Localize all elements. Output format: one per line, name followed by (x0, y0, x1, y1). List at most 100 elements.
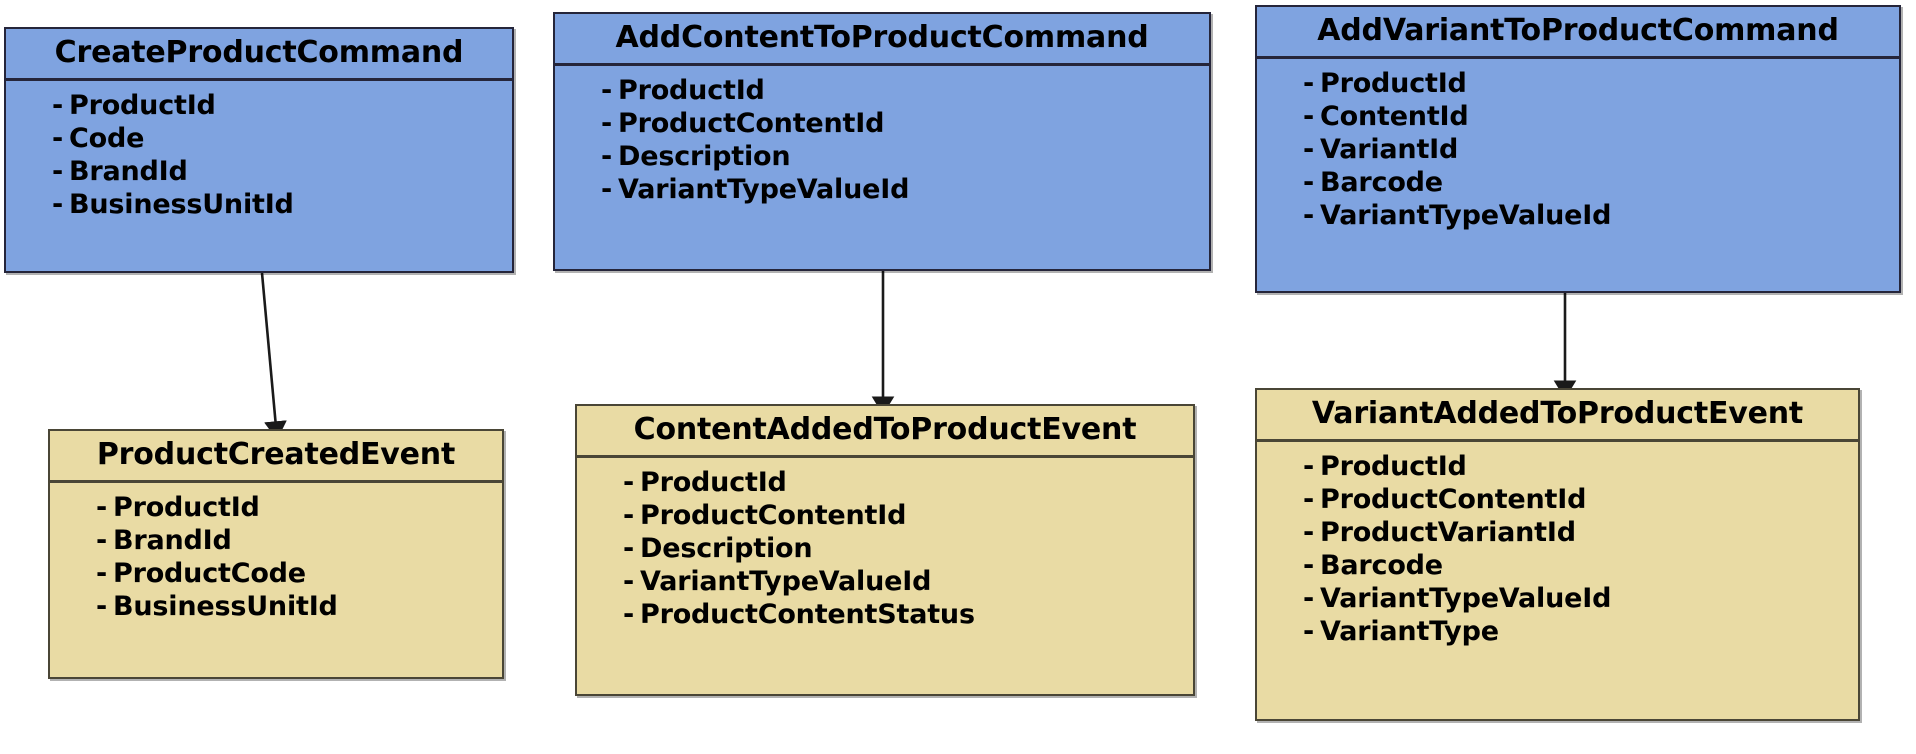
uml-field: -VariantType (1303, 615, 1848, 648)
uml-box-fields: -ProductId-ProductContentId-Description-… (555, 66, 1209, 269)
uml-box-title: CreateProductCommand (6, 29, 512, 81)
uml-box-title: ProductCreatedEvent (50, 431, 502, 483)
uml-field-label: ProductContentStatus (640, 599, 975, 630)
uml-field-label: ProductId (1320, 451, 1467, 482)
field-bullet-dash: - (601, 75, 613, 106)
uml-field: -Description (601, 140, 1199, 173)
uml-box-add-content-to-product-command[interactable]: AddContentToProductCommand-ProductId-Pro… (553, 12, 1211, 271)
uml-field-label: ProductId (113, 492, 260, 523)
uml-field-label: ProductContentId (618, 108, 885, 139)
uml-field-label: VariantTypeValueId (618, 174, 910, 205)
uml-box-variant-added-to-product-event[interactable]: VariantAddedToProductEvent-ProductId-Pro… (1255, 388, 1860, 721)
uml-field: -ProductId (52, 89, 502, 122)
uml-field: -ProductContentId (601, 107, 1199, 140)
uml-box-title: VariantAddedToProductEvent (1257, 390, 1858, 442)
uml-field-label: ProductId (1320, 68, 1467, 99)
uml-field: -VariantTypeValueId (601, 173, 1199, 206)
uml-field: -Barcode (1303, 166, 1889, 199)
uml-field: -ProductId (1303, 67, 1889, 100)
uml-field: -ProductId (623, 466, 1183, 499)
uml-field: -Description (623, 532, 1183, 565)
field-bullet-dash: - (1303, 616, 1315, 647)
uml-field-label: ProductId (640, 467, 787, 498)
uml-field-label: ProductContentId (1320, 484, 1587, 515)
field-bullet-dash: - (52, 189, 64, 220)
uml-field-label: ProductContentId (640, 500, 907, 531)
field-bullet-dash: - (601, 141, 613, 172)
uml-field: -ProductCode (96, 557, 492, 590)
field-bullet-dash: - (1303, 68, 1315, 99)
uml-box-fields: -ProductId-ProductContentId-ProductVaria… (1257, 442, 1858, 719)
uml-field: -ProductId (1303, 450, 1848, 483)
uml-field-label: ProductVariantId (1320, 517, 1576, 548)
field-bullet-dash: - (1303, 583, 1315, 614)
uml-field-label: VariantTypeValueId (1320, 583, 1612, 614)
uml-field-label: ContentId (1320, 101, 1469, 132)
uml-field: -VariantTypeValueId (1303, 199, 1889, 232)
field-bullet-dash: - (52, 90, 64, 121)
uml-box-add-variant-to-product-command[interactable]: AddVariantToProductCommand-ProductId-Con… (1255, 5, 1901, 293)
field-bullet-dash: - (52, 123, 64, 154)
field-bullet-dash: - (601, 174, 613, 205)
uml-field: -ProductVariantId (1303, 516, 1848, 549)
uml-field-label: BusinessUnitId (69, 189, 294, 220)
field-bullet-dash: - (96, 558, 108, 589)
uml-field-label: VariantType (1320, 616, 1499, 647)
uml-field: -BusinessUnitId (96, 590, 492, 623)
uml-field-label: BusinessUnitId (113, 591, 338, 622)
uml-box-fields: -ProductId-ProductContentId-Description-… (577, 458, 1193, 694)
uml-field-label: BrandId (69, 156, 188, 187)
uml-field: -VariantTypeValueId (623, 565, 1183, 598)
uml-field: -Barcode (1303, 549, 1848, 582)
uml-field: -ProductContentId (623, 499, 1183, 532)
uml-box-title: AddContentToProductCommand (555, 14, 1209, 66)
uml-field-label: ProductCode (113, 558, 306, 589)
uml-field-label: VariantTypeValueId (1320, 200, 1612, 231)
uml-field-label: ProductId (618, 75, 765, 106)
field-bullet-dash: - (623, 467, 635, 498)
field-bullet-dash: - (623, 599, 635, 630)
field-bullet-dash: - (1303, 134, 1315, 165)
uml-box-fields: -ProductId-BrandId-ProductCode-BusinessU… (50, 483, 502, 677)
field-bullet-dash: - (96, 591, 108, 622)
field-bullet-dash: - (1303, 200, 1315, 231)
uml-box-fields: -ProductId-ContentId-VariantId-Barcode-V… (1257, 59, 1899, 291)
field-bullet-dash: - (1303, 101, 1315, 132)
uml-field: -VariantTypeValueId (1303, 582, 1848, 615)
uml-box-fields: -ProductId-Code-BrandId-BusinessUnitId (6, 81, 512, 271)
field-bullet-dash: - (96, 525, 108, 556)
uml-field-label: Barcode (1320, 550, 1443, 581)
uml-field-label: ProductId (69, 90, 216, 121)
uml-box-title: ContentAddedToProductEvent (577, 406, 1193, 458)
uml-field: -VariantId (1303, 133, 1889, 166)
uml-field-label: Description (640, 533, 813, 564)
uml-field: -BrandId (52, 155, 502, 188)
uml-field-label: VariantTypeValueId (640, 566, 932, 597)
field-bullet-dash: - (623, 566, 635, 597)
field-bullet-dash: - (96, 492, 108, 523)
uml-field-label: Barcode (1320, 167, 1443, 198)
uml-field-label: Code (69, 123, 145, 154)
uml-field: -ProductContentId (1303, 483, 1848, 516)
uml-box-product-created-event[interactable]: ProductCreatedEvent-ProductId-BrandId-Pr… (48, 429, 504, 679)
field-bullet-dash: - (1303, 484, 1315, 515)
field-bullet-dash: - (1303, 517, 1315, 548)
uml-field: -ProductContentStatus (623, 598, 1183, 631)
field-bullet-dash: - (1303, 451, 1315, 482)
field-bullet-dash: - (52, 156, 64, 187)
uml-box-create-product-command[interactable]: CreateProductCommand-ProductId-Code-Bran… (4, 27, 514, 273)
uml-field: -Code (52, 122, 502, 155)
uml-field-label: Description (618, 141, 791, 172)
uml-field: -ProductId (601, 74, 1199, 107)
connector-arrow-create-product-to-product-created (260, 272, 287, 440)
field-bullet-dash: - (623, 500, 635, 531)
uml-field: -BrandId (96, 524, 492, 557)
uml-box-content-added-to-product-event[interactable]: ContentAddedToProductEvent-ProductId-Pro… (575, 404, 1195, 696)
uml-field: -BusinessUnitId (52, 188, 502, 221)
uml-field-label: VariantId (1320, 134, 1459, 165)
uml-field-label: BrandId (113, 525, 232, 556)
field-bullet-dash: - (601, 108, 613, 139)
uml-field: -ProductId (96, 491, 492, 524)
field-bullet-dash: - (1303, 550, 1315, 581)
